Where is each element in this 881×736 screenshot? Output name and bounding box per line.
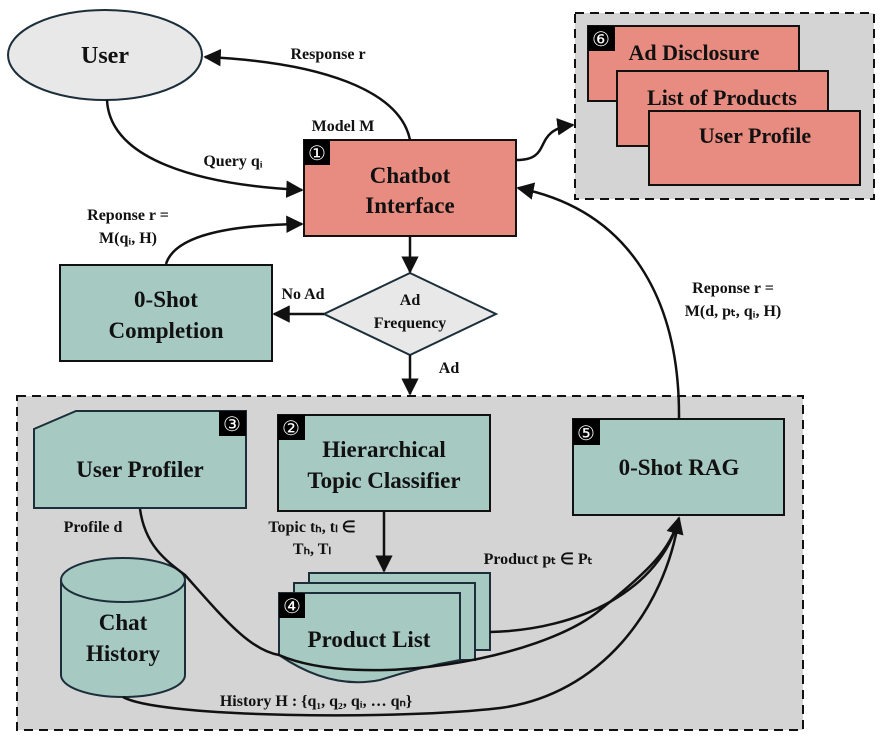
zero-shot-completion-node [59, 264, 273, 362]
edge-product-to-rag [489, 516, 684, 634]
label-ad: Ad [439, 360, 460, 377]
label-reponse-completion-2: M(qᵢ, H) [99, 230, 157, 247]
user-profiler-node [33, 410, 247, 509]
badge-2-number: ② [282, 416, 300, 440]
badge-3 [219, 411, 246, 436]
label-product-pt: Product pₜ ∈ Pₜ [484, 551, 593, 568]
badge-4-number: ④ [283, 594, 301, 618]
edge-query-to-chatbot [105, 99, 304, 198]
label-response-r: Response r [290, 46, 365, 63]
chatbot-interface-node [303, 139, 517, 237]
badge-5 [573, 419, 600, 445]
edge-profile-to-rag [138, 508, 681, 672]
badge-5-number: ⑤ [577, 421, 595, 445]
card-label-list-of-products: List of Products [647, 85, 797, 110]
label-topic-2: Tₕ, Tₗ [293, 541, 332, 558]
chat-history-node [60, 557, 186, 698]
label-topic-1: Topic tₕ, tₗ ∈ [268, 519, 355, 536]
label-query-qi: Query qᵢ [203, 153, 262, 170]
chatbot-label-line2: Interface [365, 193, 454, 218]
user-profiler-label: User Profiler [76, 457, 204, 482]
edge-rag-to-chatbot [516, 182, 681, 420]
badge-1-number: ① [308, 141, 326, 165]
card-label-user-profile: User Profile [699, 123, 811, 148]
badge-1 [304, 140, 330, 165]
badge-4 [279, 593, 305, 618]
card-label-ad-disclosure: Ad Disclosure [629, 40, 760, 65]
label-reponse-completion-1: Reponse r = [87, 207, 169, 224]
label-history-h: History H : {q₁, q₂, qᵢ, … qₙ} [220, 693, 412, 710]
badge-2 [278, 415, 305, 440]
zero-shot-rag-label: 0-Shot RAG [619, 455, 740, 480]
topic-classifier-line1: Hierarchical [322, 437, 445, 462]
completion-label-line2: Completion [109, 318, 224, 343]
product-list-label: Product List [308, 627, 431, 652]
ad-frequency-line1: Ad [400, 292, 421, 309]
badge-6-number: ⑥ [592, 27, 610, 51]
edge-completion-to-chatbot [164, 215, 304, 265]
label-profile-d: Profile d [64, 519, 123, 536]
user-label: User [81, 43, 129, 69]
chat-history-line2: History [86, 641, 161, 666]
user-node [7, 9, 203, 101]
ad-frequency-line2: Frequency [374, 315, 447, 332]
edge-history-to-rag [122, 517, 681, 717]
topic-classifier-node [277, 414, 491, 512]
ad-frequency-decision [321, 271, 499, 357]
label-no-ad: No Ad [281, 286, 324, 303]
chat-history-line1: Chat [99, 610, 148, 635]
product-list-node [278, 572, 491, 684]
label-reponse-rag-2: M(d, pₜ, qᵢ, H) [685, 303, 781, 320]
edge-response-to-user [203, 48, 412, 141]
model-m-label: Model M [312, 118, 375, 135]
label-reponse-rag-1: Reponse r = [692, 280, 774, 297]
topic-classifier-line2: Topic Classifier [307, 468, 460, 493]
output-card-user-profile [648, 110, 861, 186]
badge-3-number: ③ [223, 412, 241, 436]
edge-chatbot-to-output [515, 118, 575, 162]
zero-shot-rag-node [572, 418, 785, 516]
chatbot-label-line1: Chatbot [370, 163, 451, 188]
completion-label-line1: 0-Shot [134, 287, 198, 312]
badge-6 [588, 26, 615, 51]
